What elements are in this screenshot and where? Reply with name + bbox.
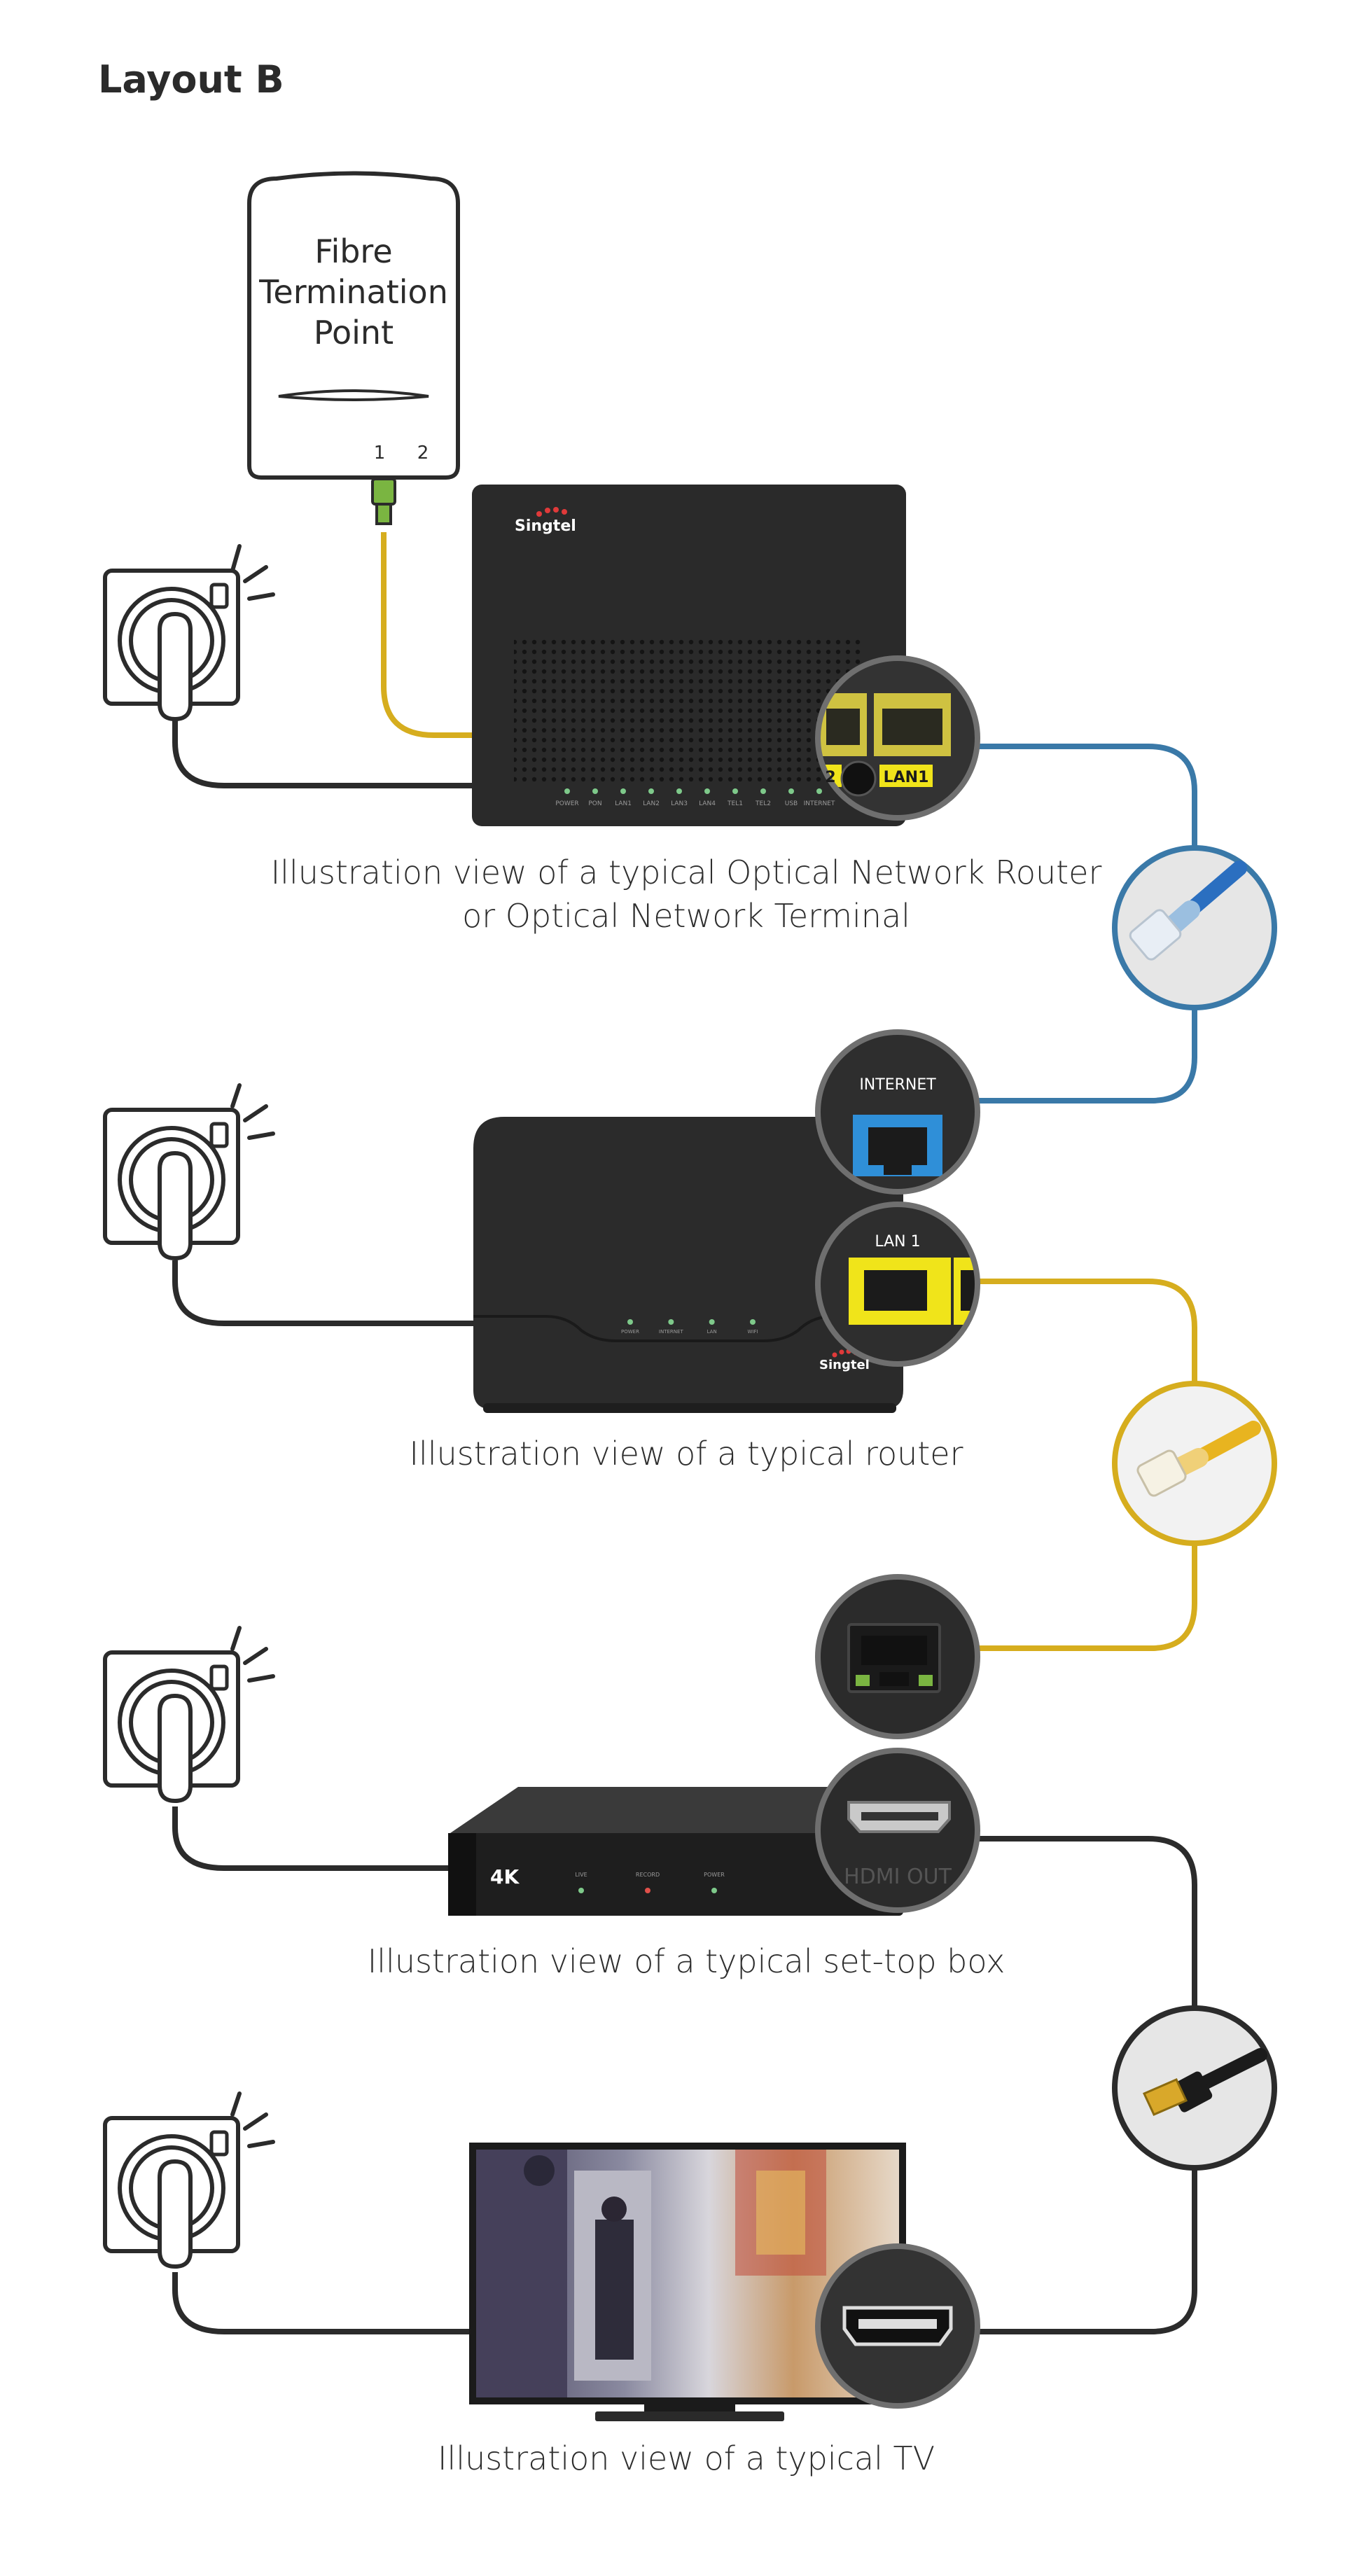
router-led-4 — [750, 1319, 756, 1325]
stb-hdmi-out-label: HDMI OUT — [844, 1865, 952, 1889]
set-top-box-device: LIVE RECORD POWER — [448, 1787, 903, 1916]
ont-caption-line-1: Illustration view of a typical Optical N… — [270, 854, 1102, 891]
router-led-label-2: INTERNET — [659, 1329, 684, 1335]
ont-led-6 — [704, 788, 710, 794]
router-caption: Illustration view of a typical router — [409, 1435, 963, 1473]
router-power-cable — [172, 1260, 483, 1326]
stb-led-label-2: RECORD — [636, 1872, 660, 1878]
fibre-termination-point — [247, 171, 460, 525]
router-lan-label: LAN 1 — [875, 1233, 920, 1251]
ont-caption-line-2: or Optical Network Terminal — [462, 897, 910, 935]
ont-led-label-2: PON — [588, 800, 601, 807]
ont-power-cable — [172, 714, 483, 788]
ont-led-label-8: TEL2 — [755, 800, 771, 807]
ont-led-1 — [564, 788, 570, 794]
ont-zoom-port-label-2: LAN1 — [884, 769, 929, 786]
ont-zoom-port-label-1: 2 — [825, 769, 835, 786]
tv-caption: Illustration view of a typical TV — [437, 2439, 935, 2477]
ont-led-5 — [676, 788, 682, 794]
router-brand-logo: Singtel — [819, 1358, 870, 1372]
page-title: Layout B — [98, 57, 284, 102]
ont-led-7 — [732, 788, 738, 794]
ont-led-10 — [816, 788, 822, 794]
router-led-2 — [668, 1319, 674, 1325]
ftp-label-line-2: Termination — [259, 273, 448, 311]
ont-led-4 — [648, 788, 654, 794]
router-led-label-3: LAN — [707, 1329, 717, 1335]
yellow-ethernet-connector-zoom — [1112, 1381, 1277, 1546]
ont-led-label-10: INTERNET — [804, 800, 835, 807]
stb-led-2 — [645, 1888, 650, 1893]
stb-badge-4k: 4K — [490, 1865, 520, 1888]
power-outlet-1 — [103, 544, 275, 722]
stb-hdmi-port-zoom — [815, 1748, 980, 1913]
ont-led-label-5: LAN3 — [671, 800, 688, 807]
ont-led-label-3: LAN1 — [615, 800, 632, 807]
fibre-cable — [381, 532, 483, 738]
ont-led-label-4: LAN2 — [643, 800, 660, 807]
ftp-label-line-1: Fibre — [314, 232, 393, 270]
ont-ports-zoom — [815, 655, 980, 821]
router-lan-port-zoom — [815, 1202, 980, 1367]
router-led-3 — [709, 1319, 715, 1325]
stb-power-cable — [172, 1806, 455, 1871]
ont-led-3 — [620, 788, 626, 794]
stb-led-3 — [711, 1888, 717, 1893]
ont-led-label-7: TEL1 — [727, 800, 743, 807]
ont-led-label-1: POWER — [555, 800, 578, 807]
stb-ethernet-port-zoom — [815, 1574, 980, 1739]
tv-hdmi-port-zoom — [815, 2243, 980, 2409]
power-outlet-4 — [103, 2091, 275, 2269]
set-top-box-caption: Illustration view of a typical set-top b… — [367, 1942, 1005, 1980]
ont-led-label-6: LAN4 — [699, 800, 716, 807]
ont-led-9 — [788, 788, 794, 794]
ont-led-8 — [760, 788, 766, 794]
ont-device: POWER PON LAN1 LAN2 LAN3 LAN4 TEL1 TEL2 USB INTER… — [472, 485, 906, 826]
power-outlet-3 — [103, 1626, 275, 1804]
ftp-label-line-3: Point — [313, 314, 394, 351]
ftp-label: Fibre Termination Point — [249, 231, 458, 353]
router-led-label-4: WIFI — [747, 1329, 758, 1335]
ont-led-2 — [592, 788, 598, 794]
blue-ethernet-connector-zoom — [1112, 845, 1277, 1010]
ont-led-label-9: USB — [785, 800, 798, 807]
router-device: POWER INTERNET LAN WIFI — [473, 1117, 903, 1413]
router-led-label-1: POWER — [621, 1329, 639, 1335]
router-internet-label: INTERNET — [859, 1076, 936, 1094]
stb-led-label-3: POWER — [704, 1872, 725, 1878]
tv-power-cable — [172, 2272, 469, 2334]
power-outlet-2 — [103, 1083, 275, 1261]
router-internet-port-zoom — [815, 1029, 980, 1195]
ftp-port-2-label: 2 — [417, 443, 429, 464]
stb-led-label-1: LIVE — [575, 1872, 587, 1878]
ont-brand-logo: Singtel — [515, 517, 576, 535]
ftp-port-1-label: 1 — [374, 443, 386, 464]
stb-led-1 — [578, 1888, 584, 1893]
hdmi-connector-zoom — [1112, 2005, 1277, 2171]
ont-caption: Illustration view of a typical Optical N… — [266, 851, 1106, 938]
router-led-1 — [627, 1319, 633, 1325]
